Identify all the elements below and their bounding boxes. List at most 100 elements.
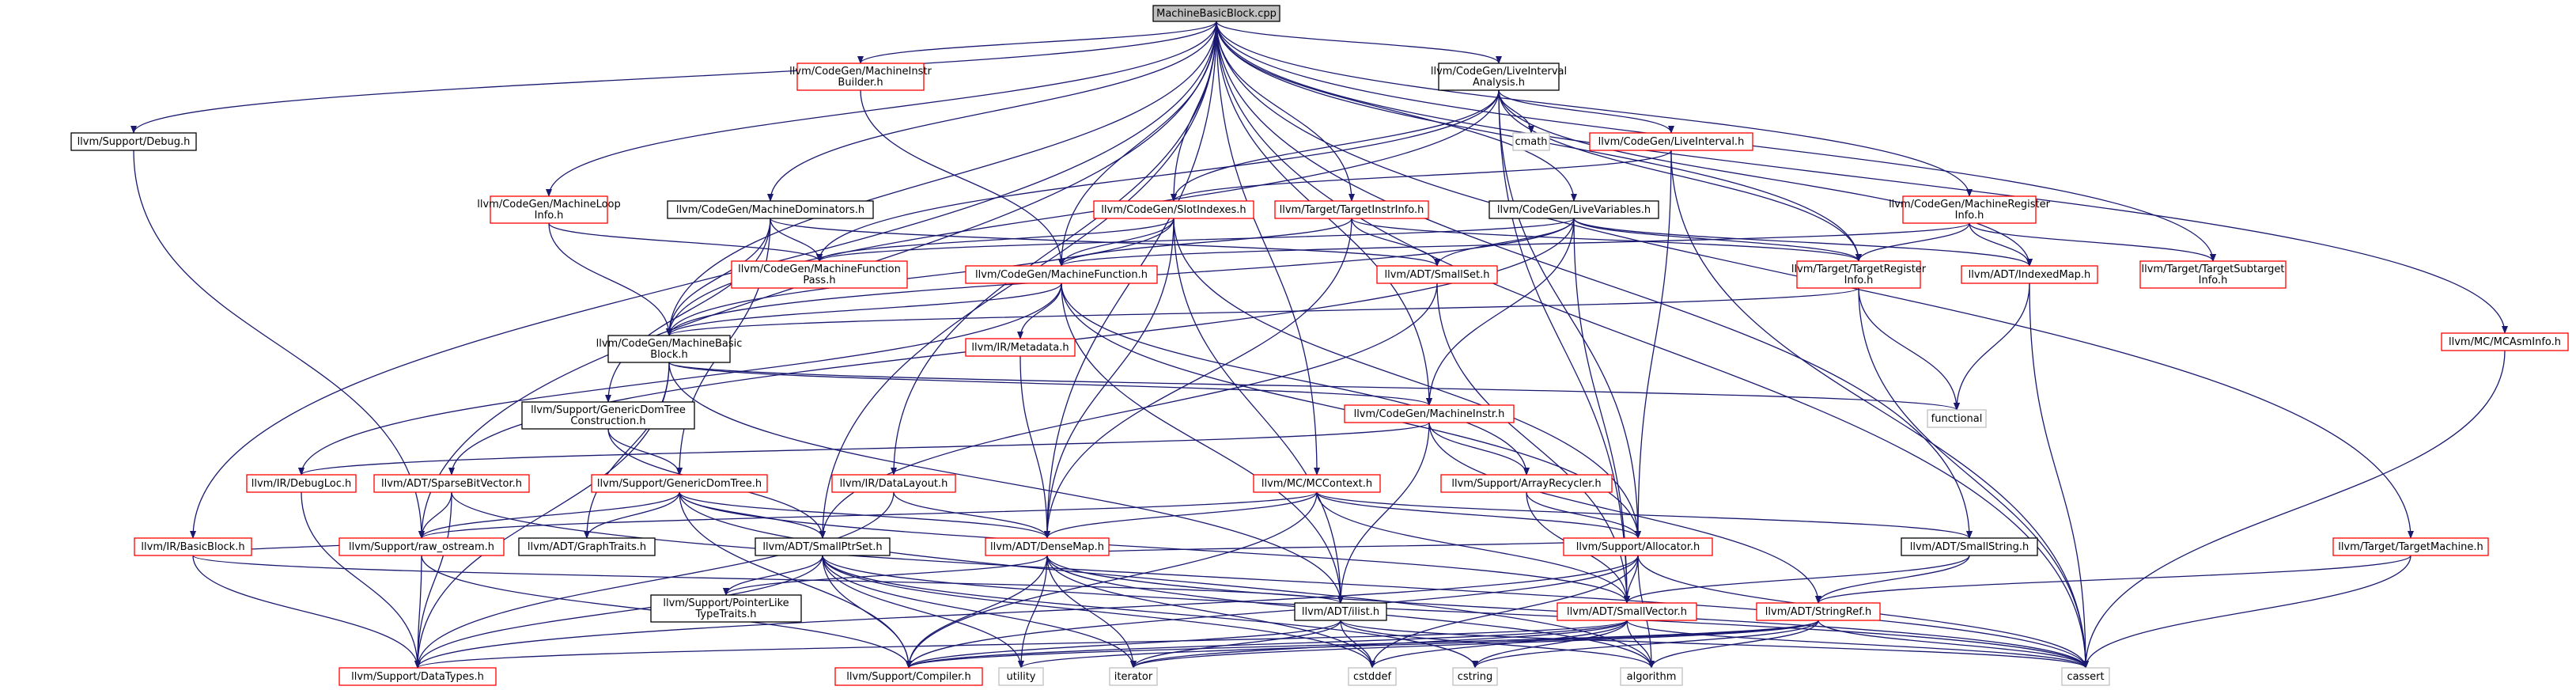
edge-arrow	[1216, 21, 1577, 202]
edge-arrow	[414, 491, 452, 669]
node-debug[interactable]: llvm/Support/Debug.h	[70, 132, 197, 151]
node-rawos[interactable]: llvm/Support/raw_ostream.h	[339, 537, 505, 556]
node-arrayrec[interactable]: llvm/Support/ArrayRecycler.h	[1440, 474, 1613, 493]
node-mccontext[interactable]: llvm/MC/MCContext.h	[1253, 474, 1381, 493]
edge-root-to-mbb	[666, 21, 1217, 336]
node-box	[607, 335, 731, 363]
edge-arrow	[298, 422, 1430, 476]
node-mi[interactable]: llvm/CodeGen/MachineInstr.h	[1344, 404, 1515, 423]
node-domh[interactable]: llvm/CodeGen/MachineDominators.h	[667, 200, 874, 219]
edge-liveint-to-tri	[1498, 89, 1862, 262]
edge-mccontext-to-smallstring	[1316, 491, 1973, 539]
node-metadata[interactable]: llvm/IR/Metadata.h	[965, 338, 1076, 357]
node-smallstring[interactable]: llvm/ADT/SmallString.h	[1901, 537, 2038, 556]
edge-stringref-to-utility	[1018, 620, 1819, 669]
node-targetmachine[interactable]: llvm/Target/TargetMachine.h	[2332, 537, 2489, 556]
edge-gdt-to-graphtraits	[584, 491, 680, 539]
node-box	[1961, 265, 2098, 284]
edge-mi-to-debugloc	[298, 422, 1430, 476]
edge-arrow	[1670, 150, 2089, 669]
edge-arrow	[2082, 555, 2411, 669]
node-label: llvm/Target/TargetInstrInfo.h	[1280, 204, 1424, 216]
edge-arrow	[414, 620, 1628, 669]
node-stringref[interactable]: llvm/ADT/StringRef.h	[1756, 602, 1881, 621]
node-datatypes[interactable]: llvm/Support/DataTypes.h	[339, 667, 497, 686]
edge-arrow	[190, 21, 1217, 539]
edge-arrow	[1351, 218, 1862, 262]
edge-stringref-to-cassert	[1818, 620, 2089, 669]
node-box	[70, 132, 197, 151]
edge-arrow	[1818, 620, 2089, 669]
edge-mri-to-mf	[1058, 222, 1970, 267]
node-slot[interactable]: llvm/CodeGen/SlotIndexes.h	[1093, 200, 1254, 219]
node-densemap[interactable]: llvm/ADT/DenseMap.h	[985, 537, 1110, 556]
node-box	[667, 200, 874, 219]
node-box	[1589, 132, 1753, 151]
node-root[interactable]: MachineBasicBlock.cpp	[1152, 5, 1280, 22]
edge-mri-to-subtarget	[1969, 222, 2216, 262]
node-ilist[interactable]: llvm/ADT/ilist.h	[1294, 602, 1387, 621]
node-smallset[interactable]: llvm/ADT/SmallSet.h	[1376, 265, 1498, 284]
edges-layer	[131, 21, 2508, 669]
edge-arrow	[1061, 282, 1344, 604]
edge-arrow	[133, 150, 425, 539]
node-functional: functional	[1927, 409, 1987, 428]
edge-liveint-to-smallvector	[1498, 89, 1630, 604]
edge-arrow	[1351, 218, 1440, 267]
edge-arrow	[584, 491, 680, 539]
edge-densemap-to-compiler	[906, 555, 1048, 669]
node-indexed[interactable]: llvm/ADT/IndexedMap.h	[1961, 265, 2098, 284]
node-gdtc[interactable]: llvm/Support/GenericDomTreeConstruction.…	[521, 401, 695, 430]
edge-arrow	[1216, 21, 1355, 202]
edge-arrow	[666, 287, 1859, 336]
node-box	[2139, 260, 2287, 289]
node-mbb[interactable]: llvm/CodeGen/MachineBasicBlock.h	[596, 335, 743, 363]
edge-root-to-domh	[767, 21, 1217, 202]
edge-sparse-to-datatypes	[414, 491, 452, 669]
node-mf[interactable]: llvm/CodeGen/MachineFunction.h	[965, 265, 1158, 284]
node-label: llvm/Support/Compiler.h	[846, 671, 970, 683]
edge-slot-to-mfpass	[816, 218, 1175, 262]
node-datalayout[interactable]: llvm/IR/DataLayout.h	[831, 474, 956, 493]
edge-arrow	[1369, 620, 1628, 669]
node-graphtraits[interactable]: llvm/ADT/GraphTraits.h	[518, 537, 656, 556]
node-box	[518, 537, 656, 556]
node-tii[interactable]: llvm/Target/TargetInstrInfo.h	[1274, 200, 1429, 219]
node-liveinterval[interactable]: llvm/CodeGen/LiveInterval.h	[1589, 132, 1753, 151]
edge-livevars-to-indexed	[1573, 218, 2033, 267]
edge-smallptrset-to-cassert	[822, 555, 2089, 669]
edge-arrow	[451, 491, 2089, 669]
node-box	[831, 474, 956, 493]
edge-mi-to-arrayrec	[1428, 422, 1530, 476]
edge-mbb-to-mi	[668, 362, 1432, 406]
node-debugloc[interactable]: llvm/IR/DebugLoc.h	[246, 474, 357, 493]
node-label: llvm/IR/BasicBlock.h	[141, 541, 244, 553]
node-mcasm[interactable]: llvm/MC/MCAsmInfo.h	[2441, 332, 2569, 351]
node-basicblock[interactable]: llvm/IR/BasicBlock.h	[134, 537, 252, 556]
edge-livevars-to-smallset	[1434, 218, 1575, 267]
edge-liveinterval-to-cassert	[1670, 150, 2089, 669]
edge-arrow	[816, 218, 1175, 262]
node-smallptrset[interactable]: llvm/ADT/SmallPtrSet.h	[755, 537, 891, 556]
node-allocator[interactable]: llvm/Support/Allocator.h	[1563, 537, 1713, 556]
edge-arrow	[1434, 218, 1575, 267]
node-sparse[interactable]: llvm/ADT/SparseBitVector.h	[373, 474, 530, 493]
edge-smallptrset-to-plt	[723, 555, 823, 596]
node-livevars[interactable]: llvm/CodeGen/LiveVariables.h	[1488, 200, 1659, 219]
node-smallvector[interactable]: llvm/ADT/SmallVector.h	[1557, 602, 1697, 621]
edge-arrow	[1058, 222, 1970, 267]
node-compiler[interactable]: llvm/Support/Compiler.h	[834, 667, 983, 686]
node-gdt[interactable]: llvm/Support/GenericDomTree.h	[591, 474, 768, 493]
edge-arrow	[1472, 620, 1819, 669]
edge-arrow	[816, 218, 1575, 262]
node-label: llvm/ADT/SmallSet.h	[1384, 269, 1489, 281]
edge-liveint-to-slot	[1171, 89, 1500, 202]
